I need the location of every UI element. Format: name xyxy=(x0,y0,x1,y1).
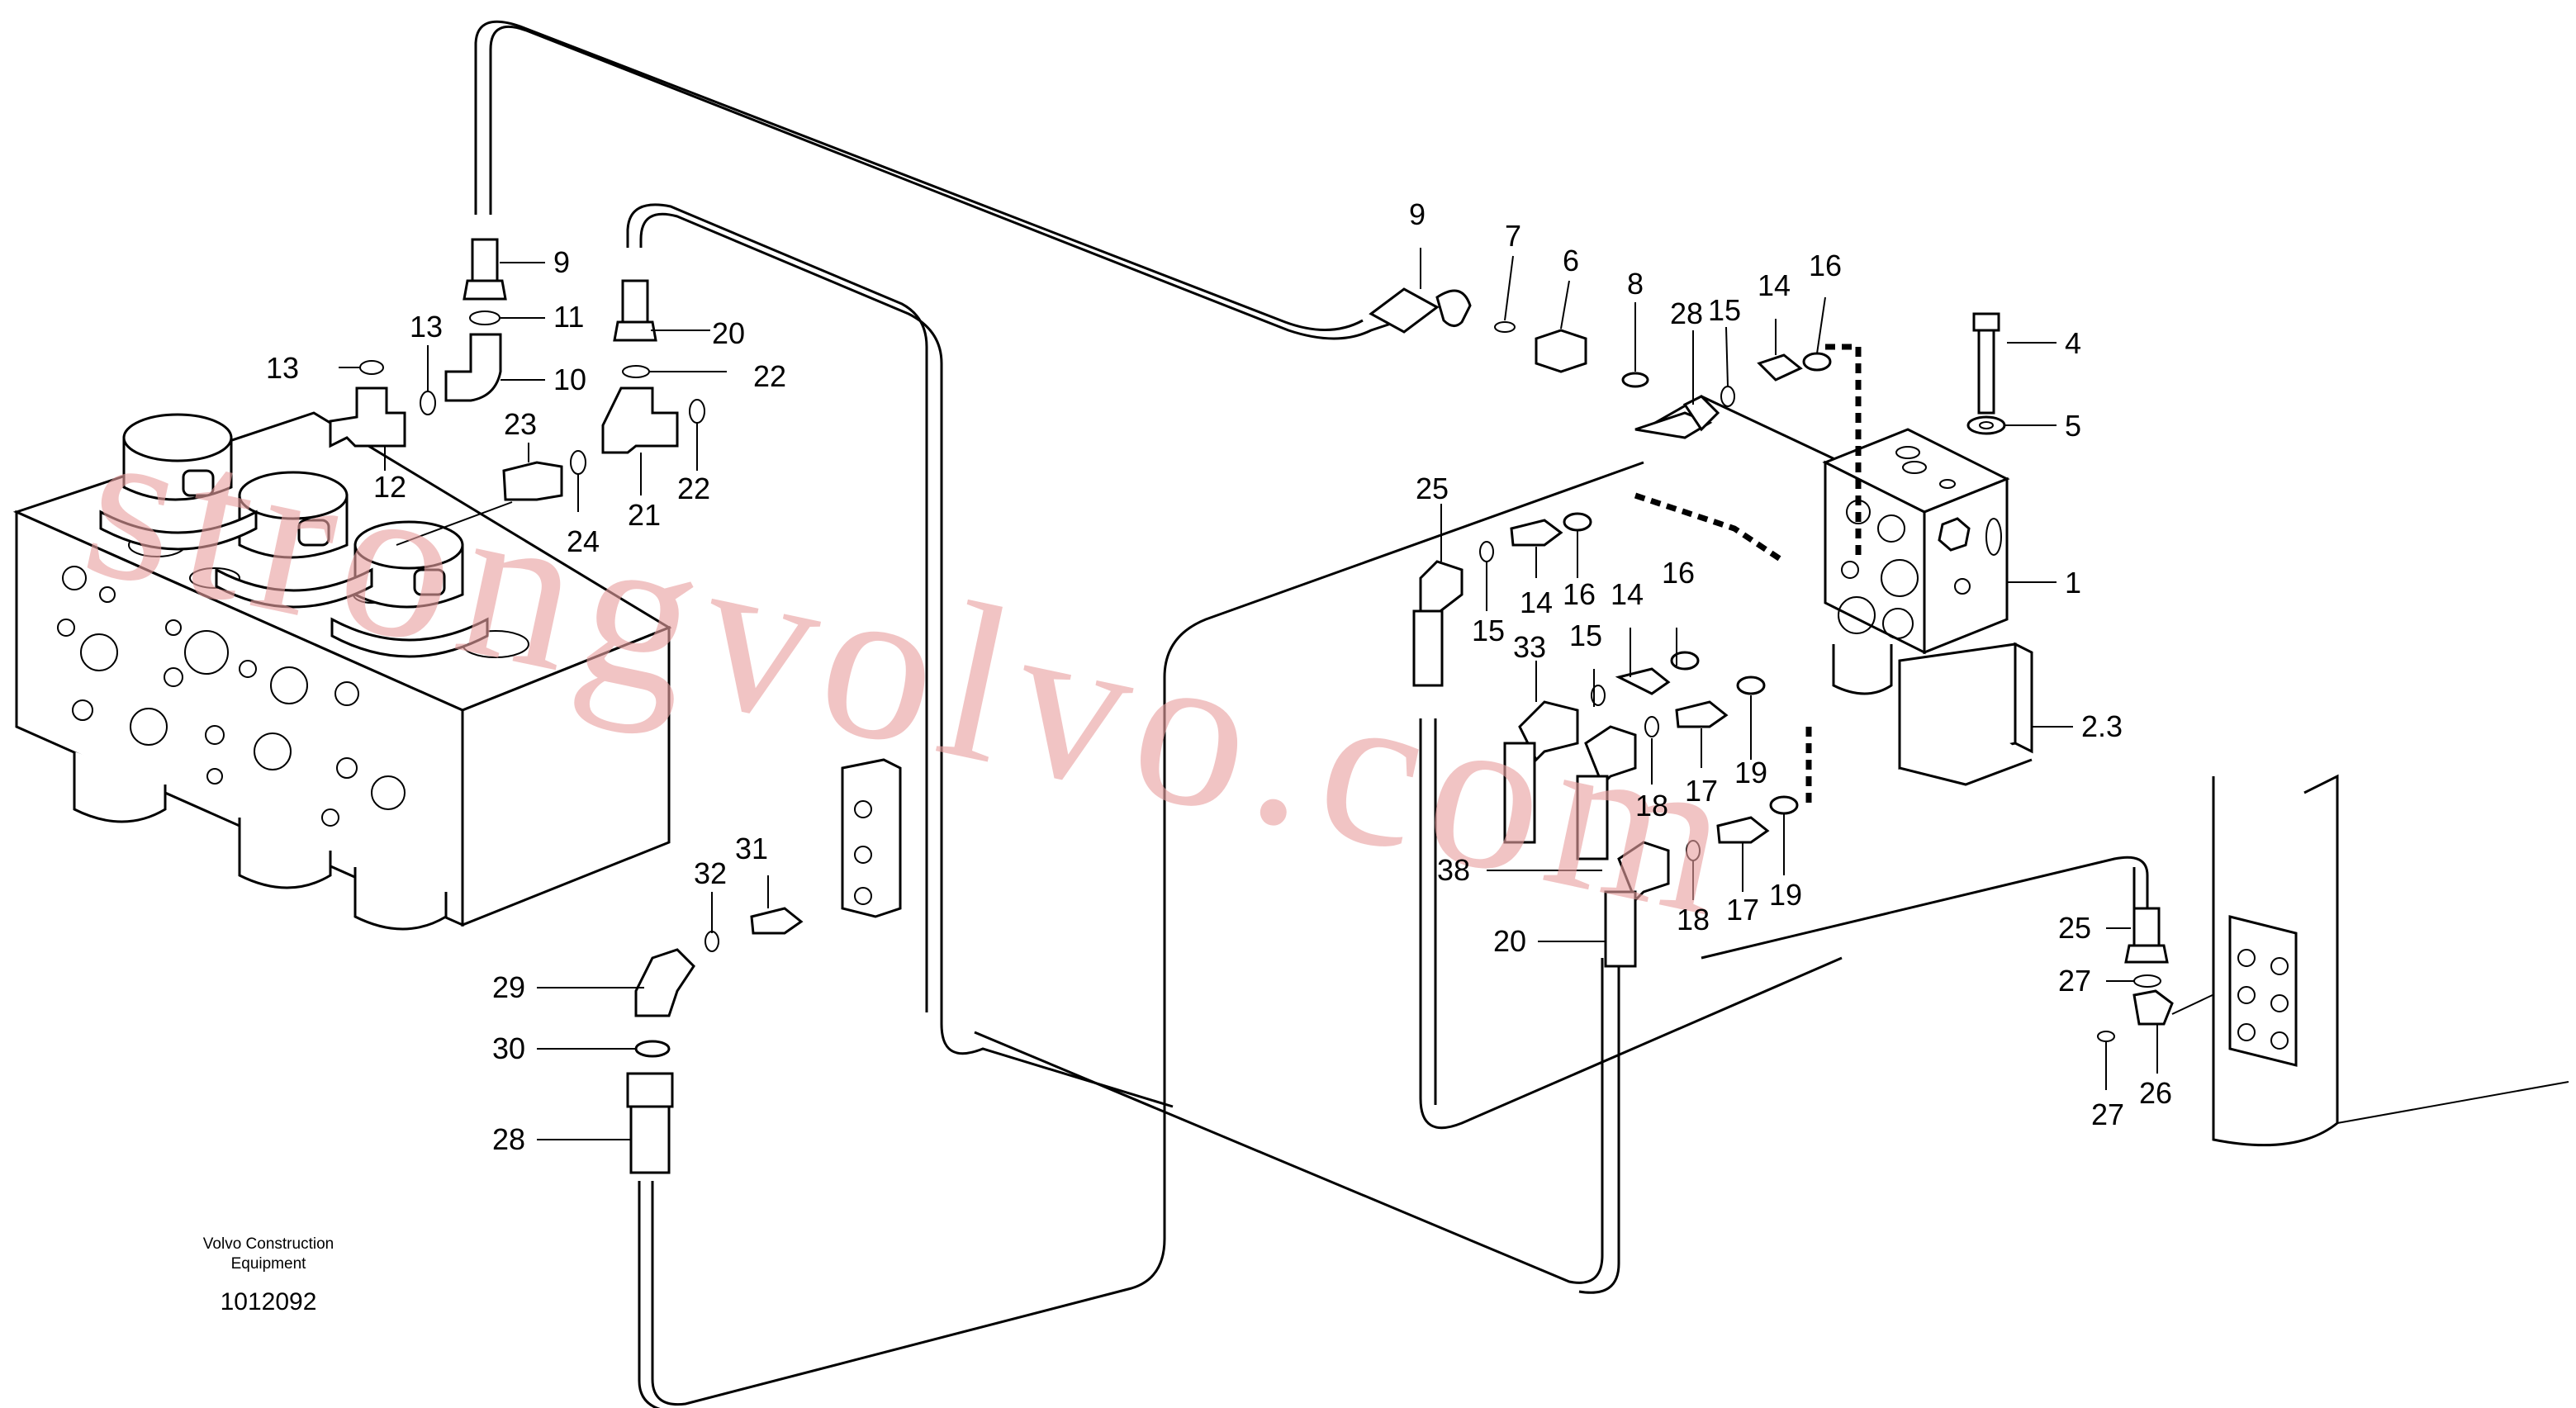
label-38: 38 xyxy=(1437,853,1470,887)
label-13: 13 xyxy=(266,351,299,385)
label-22: 22 xyxy=(677,472,710,505)
label-22: 22 xyxy=(753,359,786,393)
label-14: 14 xyxy=(1758,268,1791,302)
label-6: 6 xyxy=(1563,244,1579,277)
label-23: 23 xyxy=(504,407,537,441)
label-16: 16 xyxy=(1809,249,1842,282)
label-19: 19 xyxy=(1769,878,1802,912)
label-4: 4 xyxy=(2065,326,2081,360)
label-32: 32 xyxy=(694,856,727,890)
part-number-labels: 9 11 10 13 13 12 20 22 22 23 24 21 9 7 6… xyxy=(266,197,2172,1156)
label-8: 8 xyxy=(1627,267,1644,301)
label-25: 25 xyxy=(2058,911,2091,945)
hose-lines xyxy=(474,20,2149,1408)
solenoid-housings xyxy=(99,413,489,658)
label-13: 13 xyxy=(410,310,443,344)
caption-line-2: Equipment xyxy=(231,1255,307,1273)
caption: Volvo Construction Equipment 1012092 xyxy=(203,1235,334,1316)
label-24: 24 xyxy=(567,524,600,558)
label-12: 12 xyxy=(373,470,406,504)
right-fittings xyxy=(537,248,2569,1174)
label-25: 25 xyxy=(1416,472,1449,505)
label-11: 11 xyxy=(553,300,584,334)
label-27: 27 xyxy=(2058,964,2091,998)
label-5: 5 xyxy=(2065,409,2081,443)
label-9: 9 xyxy=(553,245,570,279)
label-15: 15 xyxy=(1569,619,1602,652)
label-20: 20 xyxy=(712,316,745,350)
label-16: 16 xyxy=(1662,556,1695,590)
label-2-3: 2.3 xyxy=(2081,709,2123,743)
label-7: 7 xyxy=(1505,219,1521,253)
main-control-valve-block xyxy=(12,411,672,931)
label-27: 27 xyxy=(2091,1097,2124,1131)
label-14: 14 xyxy=(1520,585,1553,619)
label-16: 16 xyxy=(1563,577,1596,611)
label-20: 20 xyxy=(1493,924,1526,958)
brake-valve-assembly xyxy=(1634,312,2073,809)
label-19: 19 xyxy=(1734,756,1767,789)
label-9: 9 xyxy=(1409,197,1426,231)
document-number: 1012092 xyxy=(221,1288,317,1316)
label-18: 18 xyxy=(1635,789,1668,823)
label-21: 21 xyxy=(628,498,661,532)
left-fittings xyxy=(329,238,727,546)
label-31: 31 xyxy=(735,832,768,865)
valve-ports xyxy=(57,566,406,827)
label-17: 17 xyxy=(1726,893,1759,927)
label-10: 10 xyxy=(553,363,586,396)
label-14: 14 xyxy=(1611,577,1644,611)
label-30: 30 xyxy=(492,1031,525,1065)
label-28: 28 xyxy=(1670,296,1703,330)
label-15: 15 xyxy=(1472,614,1505,647)
label-17: 17 xyxy=(1685,774,1718,808)
caption-line-1: Volvo Construction xyxy=(203,1235,334,1253)
label-33: 33 xyxy=(1513,630,1546,664)
label-18: 18 xyxy=(1677,903,1710,936)
label-26: 26 xyxy=(2139,1076,2172,1110)
label-28: 28 xyxy=(492,1122,525,1156)
label-1: 1 xyxy=(2065,566,2081,600)
label-29: 29 xyxy=(492,970,525,1004)
label-15: 15 xyxy=(1708,293,1741,327)
